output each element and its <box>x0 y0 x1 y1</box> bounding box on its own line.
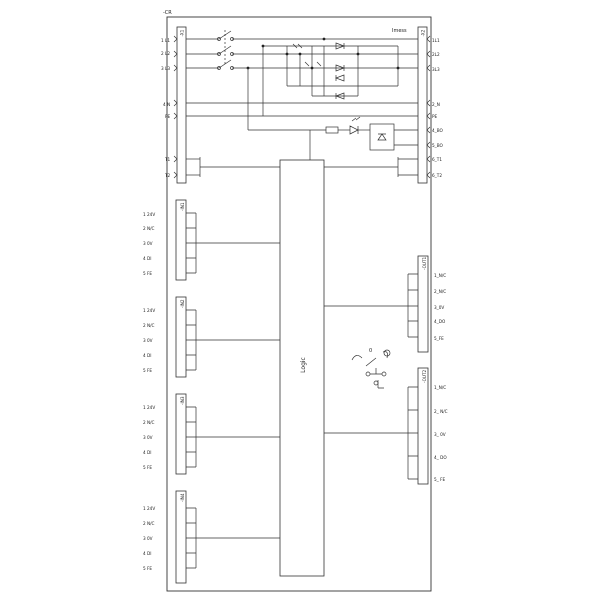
left-terminal-t2: T2 <box>164 173 171 178</box>
output-module-1-pin-5: 5_FE <box>434 336 444 341</box>
thyristor-network <box>262 42 399 116</box>
output-module-2-pin-3: 3_ 0V <box>434 432 446 437</box>
left-terminal-l3: 3 L3 <box>161 66 170 71</box>
right-terminal-pe: PE <box>432 114 438 119</box>
input-module-4-pin-3: 3 0V <box>143 536 153 541</box>
left-terminal-l1: 1 L1 <box>161 38 170 43</box>
left-terminal-n: 4 N <box>163 102 170 107</box>
switch-position-label: 0 <box>369 348 372 354</box>
input-module-2-pin-2: 2 N/C <box>143 323 155 328</box>
input-module-4-name: -IN4 <box>180 493 185 502</box>
right-terminal-1l1: 1L1 <box>432 38 440 43</box>
input-module-3-pin-1: 1 24V <box>143 405 155 410</box>
left-terminal-pe: PE <box>165 114 171 119</box>
input-module-1-name: -IN1 <box>180 202 185 211</box>
output-module-2-pin-1: 1_N/C <box>434 385 446 390</box>
input-module-1-pin-2: 2 N/C <box>143 226 155 231</box>
right-terminal-group: 1L1 2L2 3L3 2_N PE 4_BO 5_BO 6_T1 6_T2 <box>432 38 444 178</box>
input-module-4-pin-1: 1 24V <box>143 506 155 511</box>
input-module-3: -IN3 1 24V 2 N/C 3 0V 4 DI 5 FE <box>143 393 280 475</box>
right-terminal-6t2: 6_T2 <box>432 173 442 178</box>
input-module-2-pin-4: 4 DI <box>143 353 151 358</box>
input-module-4: -IN4 1 24V 2 N/C 3 0V 4 DI 5 FE <box>143 490 280 584</box>
output-module-2-pin-2: 2_ N/C <box>434 409 448 414</box>
left-terminal-group: 1 L1 2 L2 3 L3 4 N PE T1 T2 <box>161 38 171 178</box>
output-module-1: -OUT1 1_N/C 2_N/C 3_0V 4_DO 5_FE <box>324 255 446 353</box>
output-module-1-name: -OUT1 <box>422 256 427 270</box>
input-module-1-pin-5: 5 FE <box>143 271 152 276</box>
right-terminal-marks <box>426 35 431 179</box>
power-lines <box>186 30 418 177</box>
output-module-1-pin-4: 4_DO <box>434 319 446 324</box>
input-module-1-pin-1: 1 24V <box>143 212 155 217</box>
device-label: -CR <box>163 10 172 16</box>
input-module-2-pin-3: 3 0V <box>143 338 153 343</box>
input-module-4-pin-5: 5 FE <box>143 566 152 571</box>
output-module-2-pin-5: 5_ FE <box>434 477 445 482</box>
input-module-2: -IN2 1 24V 2 N/C 3 0V 4 DI 5 FE <box>143 296 280 378</box>
input-module-2-name: -IN2 <box>180 299 185 308</box>
right-terminal-4bo: 4_BO <box>432 128 444 133</box>
device-outline <box>166 16 432 592</box>
output-module-1-pin-1: 1_N/C <box>434 273 446 278</box>
output-module-2: -OUT2 1_N/C 2_ N/C 3_ 0V 4_ DO 5_ FE <box>324 367 448 485</box>
logic-label: Logic <box>300 357 307 373</box>
output-module-2-name: -OUT2 <box>422 369 427 383</box>
left-terminal-marks <box>173 35 178 179</box>
terminal-block-x1 <box>176 26 187 184</box>
right-terminal-6t1: 6_T1 <box>432 157 442 162</box>
input-module-3-pin-2: 2 N/C <box>143 420 155 425</box>
input-module-4-pin-2: 2 N/C <box>143 521 155 526</box>
left-terminal-l2: 2 L2 <box>161 51 170 56</box>
output-module-1-pin-2: 2_N/C <box>434 289 446 294</box>
terminal-block-x2-label: -X2 <box>421 29 426 36</box>
rotary-switch: 0 <box>351 348 391 389</box>
output-module-2-pin-4: 4_ DO <box>434 455 447 460</box>
input-module-3-name: -IN3 <box>180 396 185 405</box>
logic-block <box>279 159 325 577</box>
right-terminal-5bo: 5_BO <box>432 143 444 148</box>
input-module-3-pin-4: 4 DI <box>143 450 151 455</box>
bypass-circuit <box>247 68 418 160</box>
contact-circles <box>217 37 234 70</box>
input-module-2-pin-1: 1 24V <box>143 308 155 313</box>
input-module-3-pin-5: 5 FE <box>143 465 152 470</box>
input-module-1: -IN1 1 24V 2 N/C 3 0V 4 DI 5 FE <box>143 199 280 281</box>
input-module-1-pin-3: 3 0V <box>143 241 153 246</box>
right-terminal-2n: 2_N <box>432 102 440 107</box>
input-module-4-pin-4: 4 DI <box>143 551 151 556</box>
right-terminal-2l2: 2L2 <box>432 52 440 57</box>
terminal-block-x2 <box>417 26 428 184</box>
output-module-1-pin-3: 3_0V <box>434 305 444 310</box>
input-module-1-pin-4: 4 DI <box>143 256 151 261</box>
left-terminal-t1: T1 <box>164 157 171 162</box>
terminal-block-x1-label: -X1 <box>180 29 185 36</box>
input-module-3-pin-3: 3 0V <box>143 435 153 440</box>
right-terminal-3l3: 3L3 <box>432 67 440 72</box>
junction-dots <box>246 37 400 70</box>
imess-label: Imess <box>392 28 407 34</box>
input-module-2-pin-5: 5 FE <box>143 368 152 373</box>
